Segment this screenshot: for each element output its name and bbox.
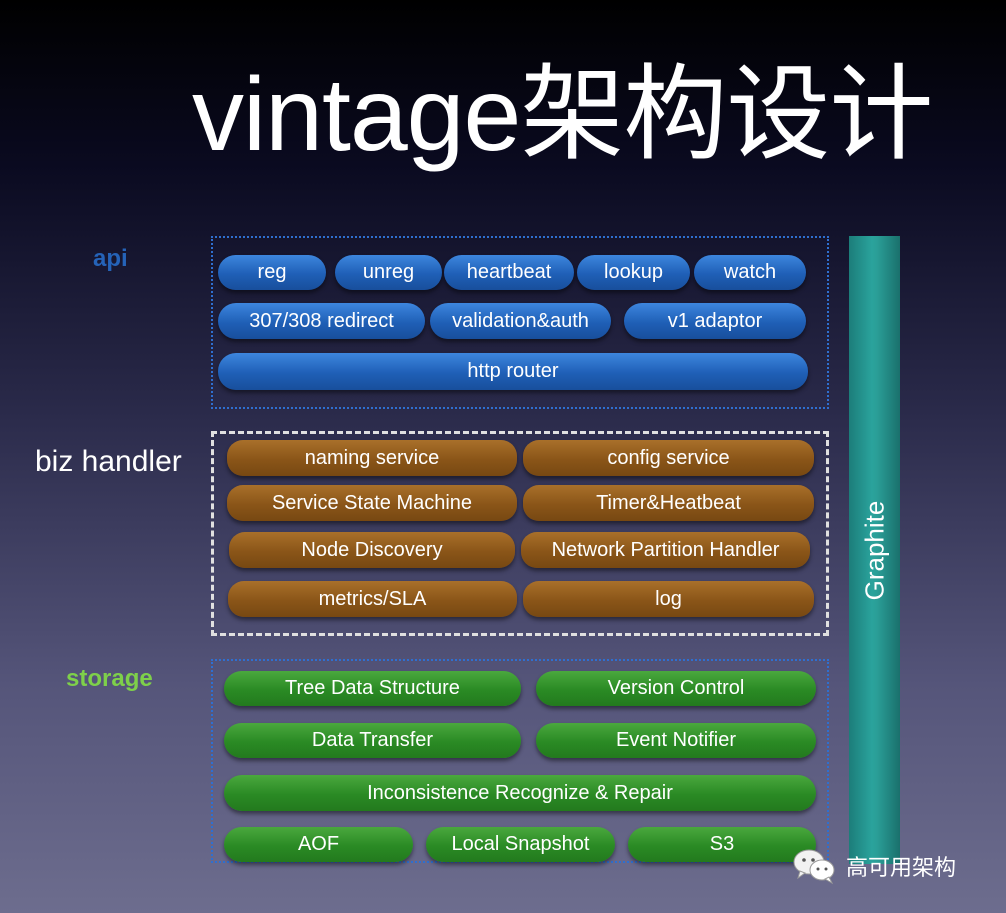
api-redirect: 307/308 redirect <box>218 303 425 339</box>
storage-data-transfer: Data Transfer <box>224 723 521 758</box>
wechat-icon <box>793 849 835 885</box>
api-layer-label: api <box>93 245 128 272</box>
storage-layer-label: storage <box>66 665 153 692</box>
biz-metrics-sla: metrics/SLA <box>228 581 517 617</box>
api-lookup: lookup <box>577 255 690 290</box>
biz-layer-label: biz handler <box>35 445 182 478</box>
api-v1-adaptor: v1 adaptor <box>624 303 806 339</box>
graphite-label: Graphite <box>859 500 890 600</box>
biz-config-service: config service <box>523 440 814 476</box>
slide-title: vintage架构设计 <box>192 57 933 173</box>
storage-local-snapshot: Local Snapshot <box>426 827 615 862</box>
api-unreg: unreg <box>335 255 442 290</box>
graphite-bar <box>849 236 900 864</box>
biz-node-discovery: Node Discovery <box>229 532 515 568</box>
api-heartbeat: heartbeat <box>444 255 574 290</box>
storage-layer-box <box>211 659 829 863</box>
biz-log: log <box>523 581 814 617</box>
api-http-router: http router <box>218 353 808 390</box>
storage-aof: AOF <box>224 827 413 862</box>
api-watch: watch <box>694 255 806 290</box>
storage-version-control: Version Control <box>536 671 816 706</box>
storage-tree-data-structure: Tree Data Structure <box>224 671 521 706</box>
api-validation-auth: validation&auth <box>430 303 611 339</box>
biz-naming-service: naming service <box>227 440 517 476</box>
biz-service-state-machine: Service State Machine <box>227 485 517 521</box>
biz-network-partition-handler: Network Partition Handler <box>521 532 810 568</box>
biz-timer-heartbeat: Timer&Heatbeat <box>523 485 814 521</box>
api-reg: reg <box>218 255 326 290</box>
storage-s3: S3 <box>628 827 816 862</box>
storage-inconsistence-repair: Inconsistence Recognize & Repair <box>224 775 816 811</box>
biz-layer-box <box>211 431 829 636</box>
graphite-label-wrap: Graphite <box>849 236 900 864</box>
watermark-text: 高可用架构 <box>846 855 957 880</box>
watermark: 高可用架构 <box>792 846 956 886</box>
api-layer-box <box>211 236 829 409</box>
storage-event-notifier: Event Notifier <box>536 723 816 758</box>
